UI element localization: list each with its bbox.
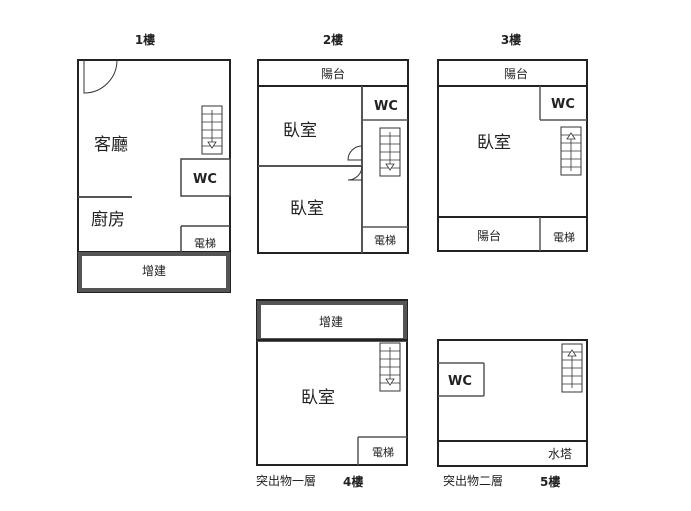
floor-1-wc-box — [180, 158, 231, 197]
floor-2-elevator-label: 電梯 — [374, 234, 396, 247]
floor-3-balcony-bottom-label: 陽台 — [477, 228, 501, 243]
floor-3-title: 3樓 — [501, 32, 521, 47]
floor-1-elevator-label: 電梯 — [194, 237, 216, 250]
floor-1: 1樓 客廳 廚房 WC 電梯 增建 — [77, 32, 231, 293]
living-room-label: 客廳 — [94, 135, 128, 155]
floor-2-bedroom-bottom-label: 臥室 — [290, 199, 324, 219]
floor-4-floor-label: 4樓 — [343, 474, 363, 489]
stairs-icon — [379, 127, 401, 177]
floor-3-bedroom-label: 臥室 — [477, 133, 511, 153]
door-swing-icon — [83, 59, 118, 94]
floor-4-outline — [256, 299, 408, 466]
floor-3-outline — [437, 59, 588, 252]
door-swing-icon — [347, 165, 363, 181]
kitchen-label: 廚房 — [91, 209, 125, 230]
floor-2-title: 2樓 — [323, 32, 343, 47]
floor-3-balcony-top-label: 陽台 — [504, 66, 528, 81]
floor-5-outline — [437, 339, 588, 467]
floor-3: 3樓 陽台 臥室 WC 陽台 電梯 — [437, 32, 588, 252]
floor-4-extension-label: 增建 — [319, 315, 343, 329]
floor-4-caption: 突出物一層 — [256, 473, 316, 488]
floor-2-bedroom-top-label: 臥室 — [283, 121, 317, 141]
floor-1-extension-box — [78, 252, 230, 292]
stairs-icon — [560, 126, 582, 176]
floor-5-caption: 突出物二層 — [443, 473, 503, 488]
floor-2-outline — [257, 59, 409, 254]
floor-2-wc-label: WC — [374, 99, 398, 114]
floor-5-wc-label: WC — [448, 374, 472, 389]
floor-3-elevator-label: 電梯 — [553, 231, 575, 244]
floor-1-wc-label: WC — [193, 172, 217, 187]
floor-2: 2樓 陽台 臥室 臥室 WC 電梯 — [257, 32, 409, 254]
floor-5-floor-label: 5樓 — [540, 474, 560, 489]
stairs-icon — [201, 105, 223, 155]
floor-4: 增建 臥室 電梯 突出物一層 4樓 — [256, 299, 408, 489]
door-swing-icon — [347, 145, 363, 161]
stairs-icon — [379, 342, 401, 392]
floor-1-title: 1樓 — [135, 32, 155, 47]
floor-4-elevator-label: 電梯 — [372, 446, 394, 459]
floor-3-wc-label: WC — [551, 97, 575, 112]
water-tank-label: 水塔 — [548, 447, 572, 461]
floor-4-bedroom-label: 臥室 — [301, 388, 335, 408]
floor-5: WC 水塔 突出物二層 5樓 — [437, 339, 588, 489]
stairs-icon — [561, 343, 583, 393]
floor-2-balcony-label: 陽台 — [321, 66, 345, 81]
floor-1-extension-label: 增建 — [142, 264, 166, 278]
